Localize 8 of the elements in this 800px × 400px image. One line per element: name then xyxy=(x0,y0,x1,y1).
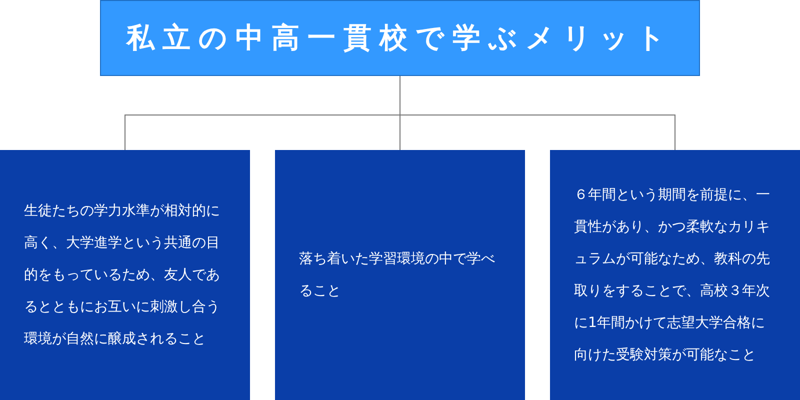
title-box xyxy=(100,0,700,76)
merit-text: 生徒たちの学力水準が相対的に高く、大学進学という共通の目的をもっているため、友人であるとともにお互いに刺激し合う環境が自然に醸成されること xyxy=(24,202,221,349)
merit-card xyxy=(0,150,250,400)
merit-card xyxy=(275,150,525,400)
merit-text: 落ち着いた学習環境の中で学べること xyxy=(299,250,496,301)
merit-text: ６年間という期間を前提に、一貫性があり、かつ柔軟なカリキュラムが可能なため、教科の先取りをすることで、高校３年次に1年間かけて志望大学合格に向けた受験対策が可能なこと xyxy=(574,186,771,365)
title-text: 私立の中高一貫校で学ぶメリット xyxy=(126,20,674,56)
merit-card xyxy=(550,150,800,400)
